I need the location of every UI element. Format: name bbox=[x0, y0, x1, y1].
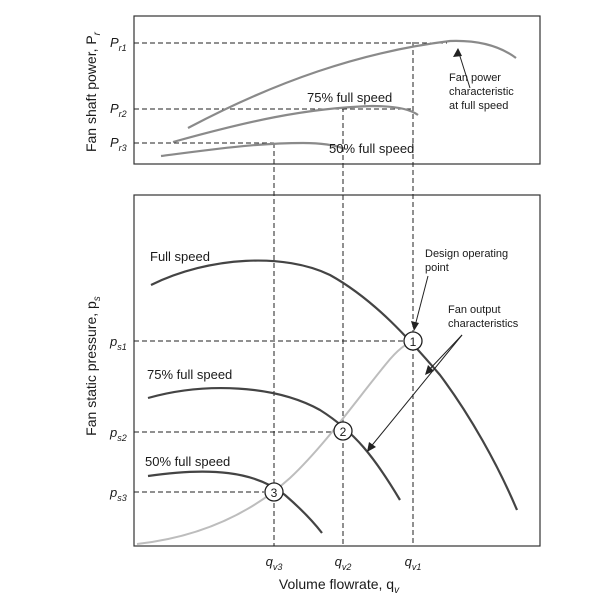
output-arrow-full bbox=[426, 334, 463, 373]
qv1-tick-label: qv1 bbox=[405, 554, 422, 572]
operating-point-3-label: 3 bbox=[271, 486, 278, 500]
operating-point-3 bbox=[264, 482, 284, 502]
power-50-label: 50% full speed bbox=[329, 141, 414, 156]
system-resistance-curve bbox=[136, 340, 414, 545]
pressure-50-label: 50% full speed bbox=[145, 454, 230, 469]
pressure-curve-75 bbox=[147, 387, 401, 501]
full-speed-pressure-curve bbox=[150, 259, 519, 511]
design-point-label-line2: point bbox=[425, 262, 449, 274]
power-curve-75 bbox=[172, 104, 419, 144]
pressure-y-axis-label: Fan static pressure, ps bbox=[83, 296, 103, 436]
operating-point-1 bbox=[403, 331, 423, 351]
full-speed-power-curve bbox=[187, 39, 517, 129]
ps2-tick-label: ps2 bbox=[109, 425, 127, 443]
output-arrow-full-head bbox=[425, 365, 434, 375]
operating-point-2-label: 2 bbox=[340, 425, 347, 439]
pressure-75-label: 75% full speed bbox=[147, 367, 232, 382]
pressure-full-label: Full speed bbox=[150, 249, 210, 264]
full-power-label-line2: characteristic bbox=[449, 86, 514, 98]
power-panel-frame bbox=[133, 15, 541, 165]
design-point-label-line1: Design operating bbox=[425, 248, 508, 260]
pressure-panel-frame bbox=[133, 194, 541, 547]
operating-point-2 bbox=[333, 421, 353, 441]
pressure-curve-50 bbox=[147, 470, 323, 534]
ps3-tick-label: ps3 bbox=[109, 485, 127, 503]
qv3-tick-label: qv3 bbox=[266, 554, 283, 572]
power-75-label: 75% full speed bbox=[307, 90, 392, 105]
qv2-tick-label: qv2 bbox=[335, 554, 352, 572]
full-power-label-line1: Fan power bbox=[449, 72, 501, 84]
operating-point-1-label: 1 bbox=[410, 335, 417, 349]
ps1-tick-label: ps1 bbox=[109, 334, 127, 352]
power-y-axis-label: Fan shaft power, Pr bbox=[83, 31, 103, 152]
full-power-label-line3: at full speed bbox=[449, 100, 508, 112]
output-label-line1: Fan output bbox=[448, 304, 501, 316]
design-point-arrowhead bbox=[411, 321, 419, 331]
power-label-arrow bbox=[457, 49, 471, 89]
power-label-arrowhead bbox=[453, 48, 462, 57]
output-arrow-75-head bbox=[367, 442, 376, 452]
power-curve-50 bbox=[160, 141, 346, 158]
design-point-arrow bbox=[414, 275, 429, 327]
output-label-line2: characteristics bbox=[448, 318, 519, 330]
pr3-tick-label: Pr3 bbox=[110, 135, 127, 153]
x-axis-label: Volume flowrate, qv bbox=[279, 576, 400, 596]
pr1-tick-label: Pr1 bbox=[110, 35, 127, 53]
output-arrow-75 bbox=[368, 334, 463, 450]
pr2-tick-label: Pr2 bbox=[110, 101, 127, 119]
